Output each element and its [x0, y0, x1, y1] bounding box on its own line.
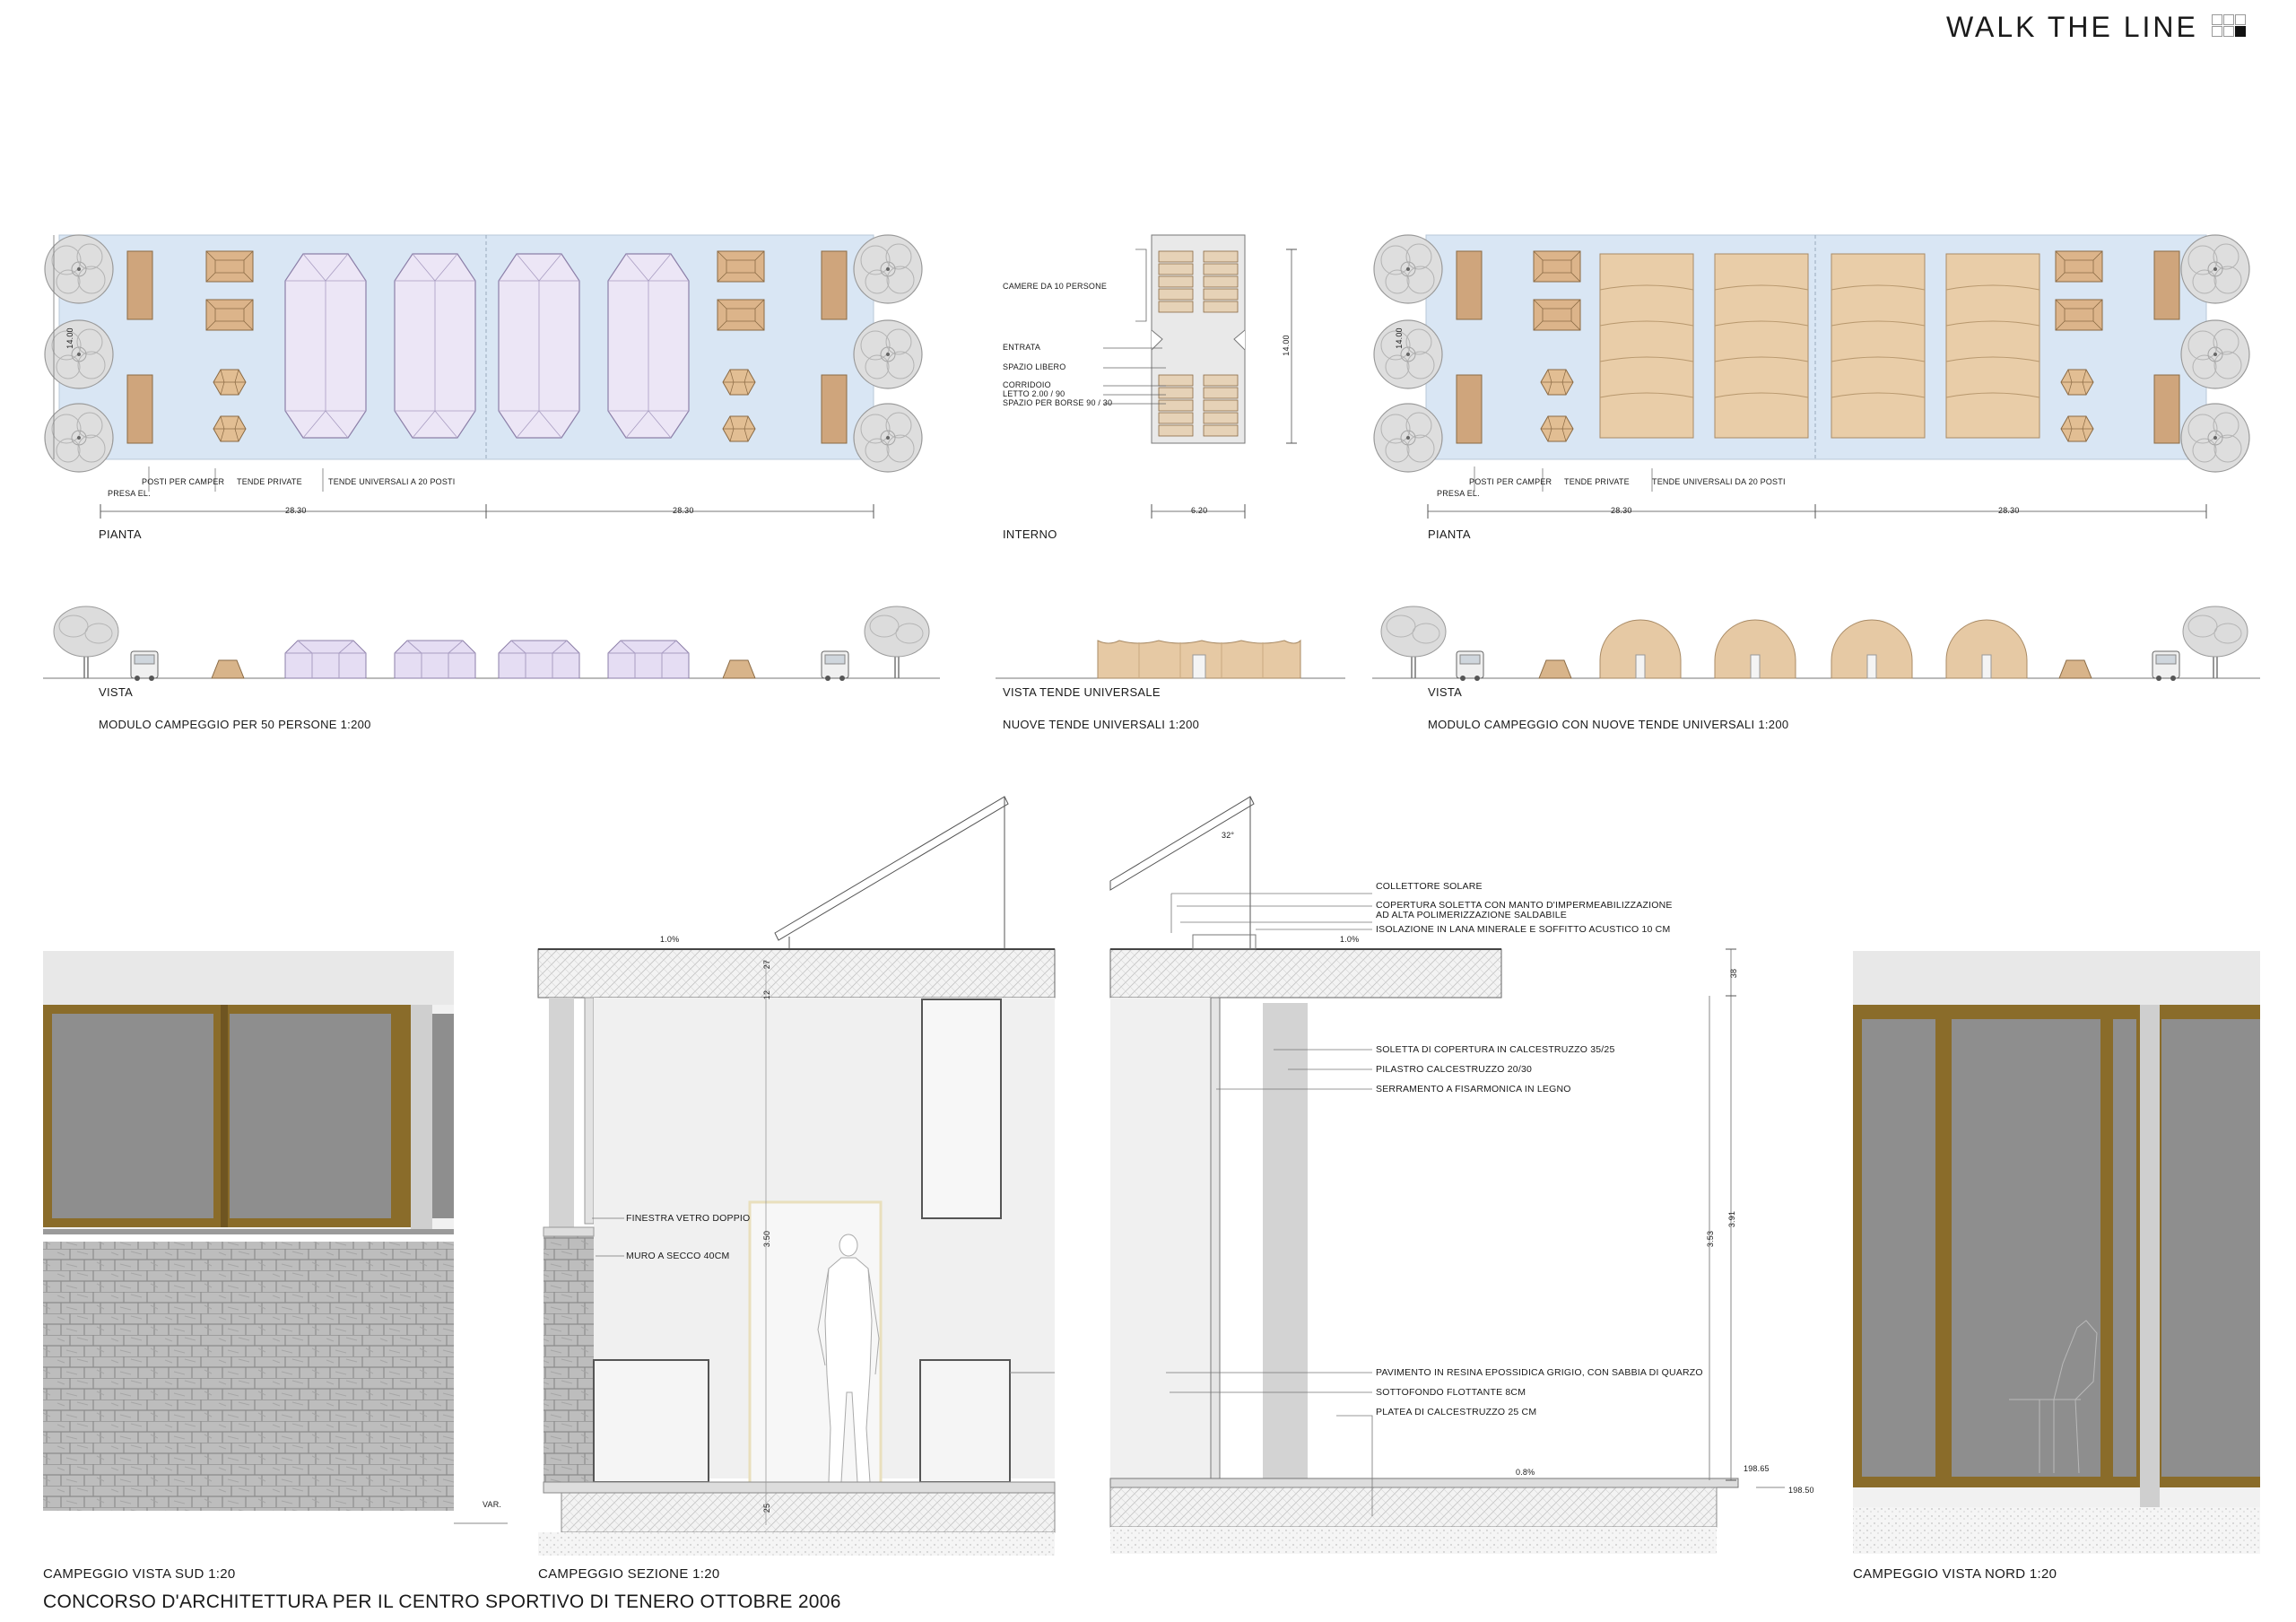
label-spazio: SPAZIO LIBERO: [1003, 362, 1066, 371]
ann-collettore: COLLETTORE SOLARE: [1376, 881, 1483, 892]
label-universal-right: TENDE UNIVERSALI DA 20 POSTI: [1652, 477, 1786, 486]
section-drawing: [537, 796, 1785, 1556]
caption-vista-right: VISTA: [1428, 685, 1463, 699]
dim-h-right: 14.00: [1394, 327, 1404, 349]
ann-muro: MURO A SECCO 40CM: [626, 1251, 730, 1261]
dim-d2: 25: [762, 1503, 772, 1513]
side-view-right: [1372, 606, 2260, 682]
caption-pianta-right: PIANTA: [1428, 528, 1471, 541]
ann-isolazione: ISOLAZIONE IN LANA MINERALE E SOFFITTO A…: [1376, 924, 1671, 935]
ann-serramento: SERRAMENTO A FISARMONICA IN LEGNO: [1376, 1084, 1571, 1094]
dim-b-right: 28.30: [1998, 506, 2020, 515]
ann-pavimento: PAVIMENTO IN RESINA EPOSSIDICA GRIGIO, C…: [1376, 1367, 1703, 1378]
label-private-right: TENDE PRIVATE: [1564, 477, 1630, 486]
label-camere: CAMERE DA 10 PERSONE: [1003, 282, 1108, 291]
brand-title: WALK THE LINE: [1946, 11, 2198, 43]
interior-plan: [1103, 234, 1297, 519]
ann-copertura-2: AD ALTA POLIMERIZZAZIONE SALDABILE: [1376, 910, 1567, 920]
side-view-universal: [996, 639, 1345, 679]
caption-interno: INTERNO: [1003, 528, 1057, 541]
level-var: VAR.: [483, 1500, 502, 1509]
dim-d4: 27: [762, 959, 772, 970]
dim-h3: 3.91: [1727, 1210, 1737, 1228]
label-letto: LETTO 2.00 / 90: [1003, 389, 1065, 398]
elevation-north: [1853, 951, 2260, 1554]
label-camper-right: POSTI PER CAMPER: [1469, 477, 1552, 486]
dim-h2: 3.53: [1706, 1230, 1716, 1248]
dim-w-interior: 6.20: [1191, 506, 1208, 515]
dim-h1: 3.50: [762, 1230, 772, 1248]
caption-sezione: CAMPEGGIO SEZIONE 1:20: [538, 1566, 720, 1582]
ann-soletta: SOLETTA DI COPERTURA IN CALCESTRUZZO 35/…: [1376, 1044, 1615, 1055]
title-nuove-tende: NUOVE TENDE UNIVERSALI 1:200: [1003, 718, 1200, 731]
dim-a-left: 28.30: [285, 506, 307, 515]
dim-b-left: 28.30: [673, 506, 694, 515]
caption-vista-left: VISTA: [99, 685, 134, 699]
plan-left: [44, 234, 923, 519]
caption-vista-universale: VISTA TENDE UNIVERSALE: [1003, 685, 1161, 699]
label-corridoio: CORRIDOIO: [1003, 380, 1051, 389]
label-camper-left: POSTI PER CAMPER: [142, 477, 225, 486]
ann-pilastro: PILASTRO CALCESTRUZZO 20/30: [1376, 1064, 1533, 1075]
ann-finestra: FINESTRA VETRO DOPPIO: [626, 1213, 751, 1224]
dim-h-left: 14.00: [65, 327, 74, 349]
label-borse: SPAZIO PER BORSE 90 / 30: [1003, 398, 1113, 407]
label-universal-left: TENDE UNIVERSALI A 20 POSTI: [328, 477, 456, 486]
dim-d3: 12: [762, 990, 772, 1000]
brand-logo-icon: [2212, 14, 2246, 38]
elevation-south: [43, 951, 508, 1524]
label-presa-right: PRESA EL.: [1437, 489, 1480, 498]
title-modulo-50: MODULO CAMPEGGIO PER 50 PERSONE 1:200: [99, 718, 371, 731]
label-entrata: ENTRATA: [1003, 343, 1041, 352]
caption-pianta-left: PIANTA: [99, 528, 142, 541]
dim-h-interior: 14.00: [1281, 335, 1291, 356]
label-presa-left: PRESA EL.: [108, 489, 151, 498]
ann-sottofondo: SOTTOFONDO FLOTTANTE 8CM: [1376, 1387, 1526, 1398]
side-view-left: [43, 606, 940, 682]
slope-right: 1.0%: [1340, 935, 1360, 944]
plan-right: [1373, 234, 2250, 519]
caption-vista-nord: CAMPEGGIO VISTA NORD 1:20: [1853, 1566, 2057, 1582]
level-a: 198.65: [1744, 1464, 1770, 1473]
level-b: 198.50: [1788, 1486, 1814, 1495]
title-modulo-nuove: MODULO CAMPEGGIO CON NUOVE TENDE UNIVERS…: [1428, 718, 1789, 731]
roof-angle: 32°: [1222, 831, 1235, 840]
ann-copertura-1: COPERTURA SOLETTA CON MANTO D'IMPERMEABI…: [1376, 900, 1673, 911]
slope-left: 1.0%: [660, 935, 680, 944]
caption-vista-sud: CAMPEGGIO VISTA SUD 1:20: [43, 1566, 236, 1582]
label-private-left: TENDE PRIVATE: [237, 477, 302, 486]
footer-title: CONCORSO D'ARCHITETTURA PER IL CENTRO SP…: [43, 1591, 841, 1612]
dim-d1: 38: [1729, 968, 1739, 979]
dim-a-right: 28.30: [1611, 506, 1632, 515]
slope-floor: 0.8%: [1516, 1468, 1535, 1477]
ann-platea: PLATEA DI CALCESTRUZZO 25 CM: [1376, 1407, 1537, 1417]
